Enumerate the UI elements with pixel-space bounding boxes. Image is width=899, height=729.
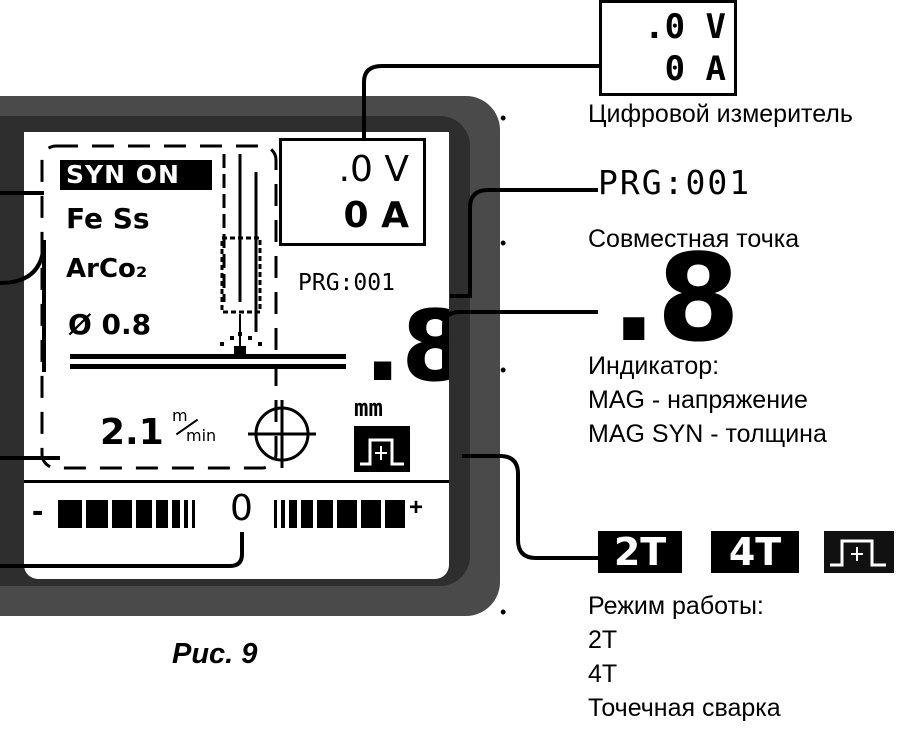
indicator-line-1: Индикатор: [588, 350, 719, 384]
legend-meter-voltage: .0 V [644, 7, 726, 47]
indicator-line-2: MAG - напряжение [588, 384, 808, 418]
figure-caption: Рис. 9 [172, 638, 257, 671]
legend-meter-current: 0 A [665, 49, 726, 89]
mode-line-1: Режим работы: [588, 590, 764, 624]
parameters-callout [0, 240, 44, 372]
meter-label: Цифровой измеритель [588, 98, 853, 132]
mode-line-2: 2T [588, 624, 617, 658]
legend-big-value: .8 [611, 240, 740, 360]
center-value-callout [0, 532, 242, 566]
meter-callout [364, 66, 599, 140]
indicator-line-3: MAG SYN - толщина [588, 418, 827, 452]
mode-line-3: 4T [588, 658, 617, 692]
bullet: • [500, 108, 506, 129]
bullet: • [500, 233, 506, 254]
spot-weld-icon [824, 531, 894, 573]
bullet: • [500, 602, 506, 623]
legend-program-label: PRG:001 [598, 163, 751, 202]
prg-callout [450, 190, 598, 296]
indicator-callout [444, 312, 598, 380]
mode-4t-badge: 4T [711, 531, 799, 573]
bullet: • [500, 360, 506, 381]
mode-line-4: Точечная сварка [588, 692, 781, 726]
mode-2t-badge: 2T [598, 531, 682, 573]
legend-meter-box: .0 V 0 A [599, 0, 737, 96]
mode-callout [462, 456, 598, 558]
